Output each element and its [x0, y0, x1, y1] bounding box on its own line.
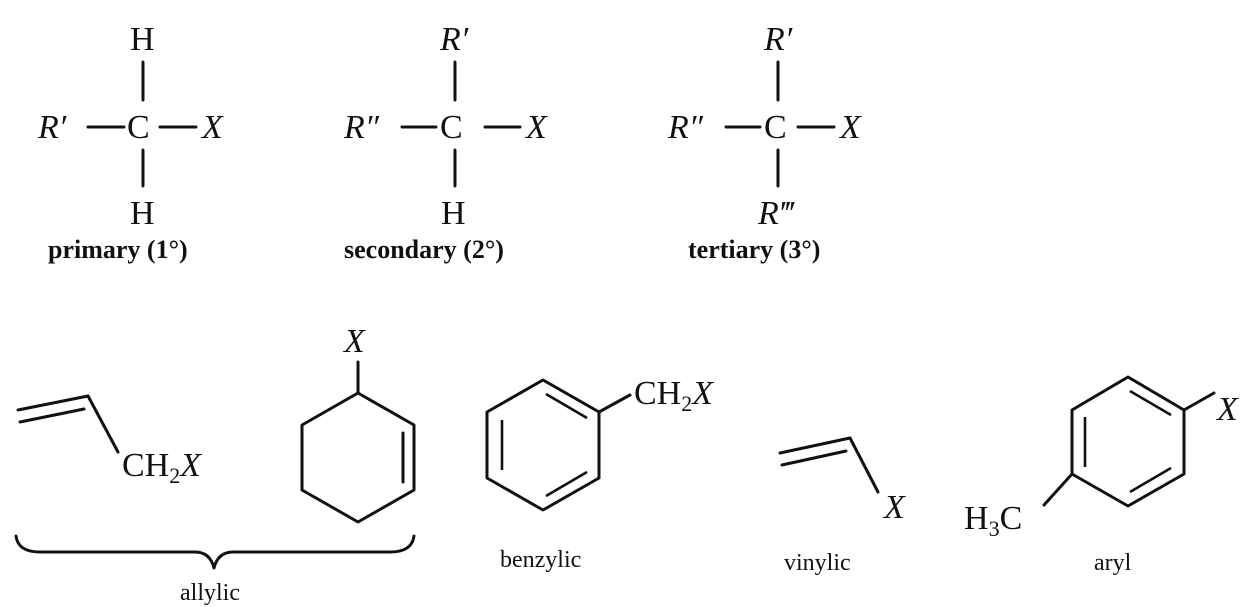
benzylic-ch-label: CH2X	[634, 375, 714, 416]
benzylic-caption: benzylic	[500, 547, 581, 573]
allylic-caption: allylic	[180, 580, 240, 606]
allylic-chain-double-bond-b	[18, 407, 86, 424]
secondary-bottom-atom: H	[441, 195, 466, 232]
benzylic-substituent-bond	[597, 393, 632, 414]
secondary-caption: secondary (2°)	[344, 235, 504, 264]
aryl-structure: X H3C aryl	[964, 375, 1239, 576]
secondary-left-atom: R″	[343, 109, 380, 146]
aryl-x: X	[1215, 391, 1239, 428]
tertiary-caption: tertiary (3°)	[688, 235, 820, 264]
allylic-chain-ch-label: CH2X	[122, 447, 202, 488]
vinylic-double-bond-a	[778, 436, 852, 455]
benzylic-ch: CH	[634, 375, 681, 412]
allylic-chain-double-bond-a	[16, 394, 90, 412]
benzylic-benzene-ring	[485, 378, 601, 512]
aryl-methyl-subscript: 3	[989, 516, 1000, 541]
benzylic-x: X	[690, 375, 714, 412]
aryl-methyl-label: H3C	[964, 500, 1022, 541]
vinylic-double-bond-b	[780, 449, 848, 467]
allylic-ring-x: X	[342, 323, 366, 360]
vinylic-caption: vinylic	[784, 550, 851, 576]
primary-top-atom: H	[130, 21, 155, 58]
allylic-chain-x: X	[178, 447, 202, 484]
tertiary-center-atom: C	[764, 109, 787, 146]
aryl-inner-bond-bottom	[1129, 466, 1172, 494]
benzylic-inner-bond-bottom	[545, 470, 588, 498]
secondary-top-atom: R′	[439, 21, 469, 58]
aryl-methyl-bond	[1042, 472, 1074, 507]
allylic-chain-subscript: 2	[169, 463, 180, 488]
aryl-caption: aryl	[1094, 550, 1132, 576]
primary-bottom-atom: H	[130, 195, 155, 232]
aryl-methyl-c: C	[1000, 500, 1023, 537]
primary-caption: primary (1°)	[48, 235, 188, 264]
benzylic-subscript: 2	[681, 391, 692, 416]
tertiary-top-atom: R′	[763, 21, 793, 58]
allylic-chain-single-bond	[86, 394, 120, 454]
primary-structure: H R′ C X H primary (1°)	[37, 21, 224, 264]
tertiary-right-atom: X	[838, 109, 862, 146]
vinylic-x: X	[882, 489, 906, 526]
aryl-inner-bond-top	[1129, 389, 1172, 417]
tertiary-bottom-atom: R‴	[757, 195, 795, 232]
allylic-ring-structure: X	[300, 323, 416, 524]
primary-left-atom: R′	[37, 109, 67, 146]
tertiary-left-atom: R″	[667, 109, 704, 146]
aryl-benzene-ring	[1070, 375, 1186, 508]
vinylic-single-bond	[848, 436, 880, 494]
secondary-center-atom: C	[440, 109, 463, 146]
benzylic-structure: CH2X benzylic	[485, 375, 714, 573]
cyclohexene-ring	[300, 391, 416, 524]
vinylic-structure: X vinylic	[778, 436, 906, 576]
allylic-chain-structure: CH2X	[16, 394, 202, 488]
primary-center-atom: C	[127, 109, 150, 146]
aryl-x-bond	[1182, 391, 1216, 412]
secondary-right-atom: X	[524, 109, 548, 146]
secondary-structure: R′ R″ C X H secondary (2°)	[343, 21, 548, 264]
benzylic-inner-bond-top	[545, 392, 588, 420]
allylic-chain-ch: CH	[122, 447, 169, 484]
allylic-bracket	[14, 534, 416, 570]
aryl-methyl-h: H	[964, 500, 989, 537]
primary-right-atom: X	[200, 109, 224, 146]
tertiary-structure: R′ R″ C X R‴ tertiary (3°)	[667, 21, 862, 264]
